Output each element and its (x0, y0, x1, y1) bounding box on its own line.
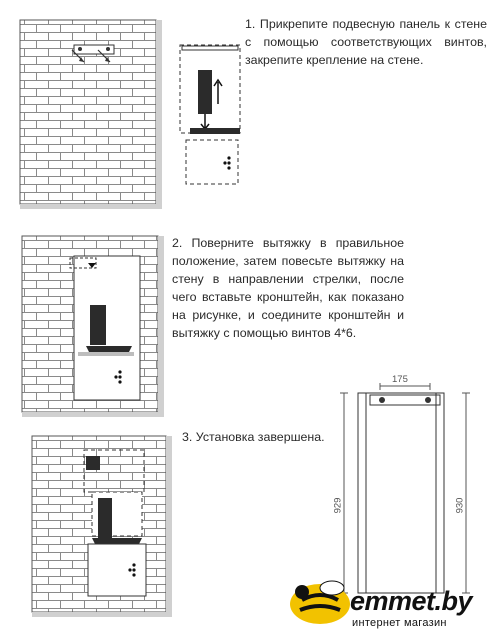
step3-hood-drawing (83, 449, 147, 597)
mounting-plate-drawing (71, 44, 115, 63)
step2-hood-drawing (69, 255, 141, 401)
step2-instruction: 2. Поверните вытяжку в правильное положе… (172, 236, 404, 340)
width-dimension: 175 (392, 374, 408, 385)
bee-logo-icon (290, 580, 350, 624)
height-dimension-right: 930 (454, 497, 466, 514)
height-dimension-left: 929 (332, 497, 344, 514)
step3-instruction: 3. Установка завершена. (182, 430, 325, 444)
dimension-drawing (340, 383, 470, 594)
step1-hood-drawing (179, 44, 241, 185)
step1-instruction: 1. Прикрепите подвесную панель к стене с… (245, 17, 487, 67)
brand-tagline: интернет магазин (352, 617, 447, 629)
brand-name: emmet.by (350, 586, 473, 616)
